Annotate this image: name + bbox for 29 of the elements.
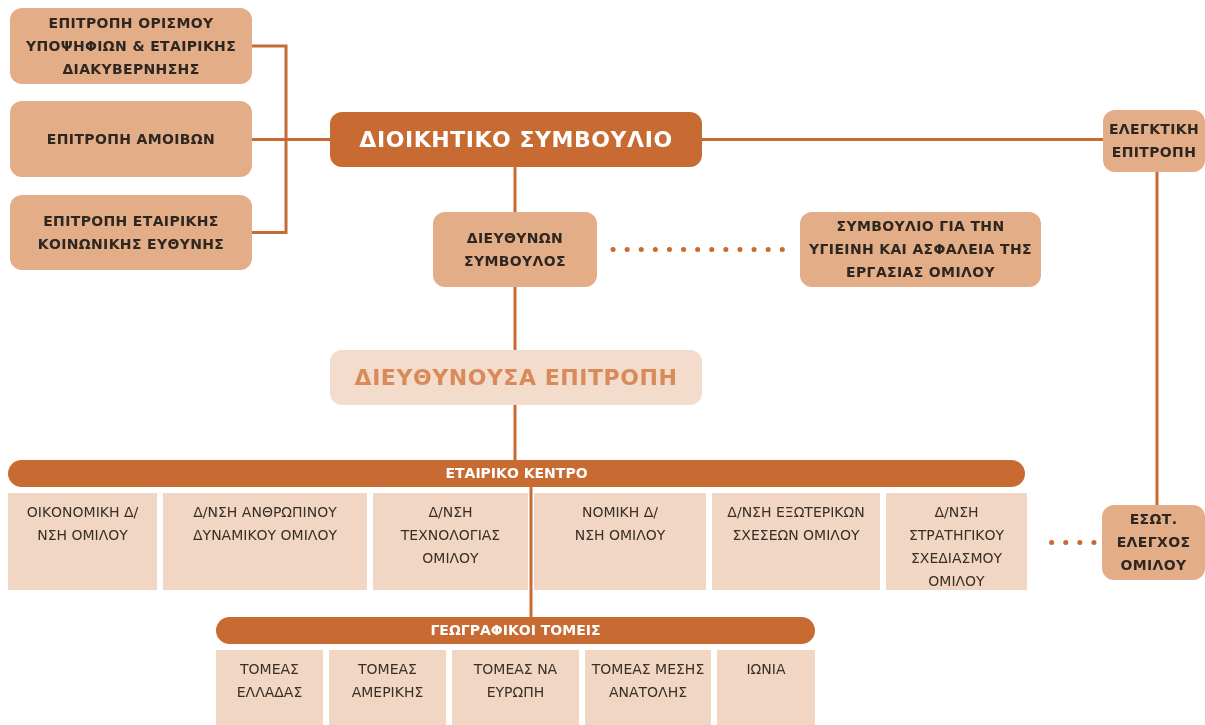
committee-box: ΕΠΙΤΡΟΠΗ ΟΡΙΣΜΟΥ ΥΠΟΨΗΦΙΩΝ & ΕΤΑΙΡΙΚΗΣ ΔΙΑΚΥΒΕΡΝΗΣΗΣ	[10, 8, 252, 84]
connector-line	[702, 138, 1105, 143]
committee-box: ΣΥΜΒΟΥΛΙΟ ΓΙΑ ΤΗΝ ΥΓΙΕΙΝΗ ΚΑΙ ΑΣΦΑΛΕΙΑ ΤΗΣ ΕΡΓΑΣΙΑΣ ΟΜΙΛΟΥ	[800, 212, 1041, 287]
committee-box: ΕΠΙΤΡΟΠΗ ΑΜΟΙΒΩΝ	[10, 101, 252, 177]
committee-box: ΕΣΩΤ. ΕΛΕΓΧΟΣ ΟΜΙΛΟΥ	[1102, 505, 1205, 580]
connector-line	[513, 167, 517, 212]
department-cell: ΤΟΜΕΑΣ ΑΜΕΡΙΚΗΣ	[329, 650, 446, 725]
committee-box: ΕΛΕΓΚΤΙΚΗ ΕΠΙΤΡΟΠΗ	[1103, 110, 1205, 172]
connector-line	[252, 138, 330, 234]
section-header-bar: ΕΤΑΙΡΙΚΟ ΚΕΝΤΡΟ	[8, 460, 1025, 487]
committee-box: ΕΠΙΤΡΟΠΗ ΕΤΑΙΡΙΚΗΣ ΚΟΙΝΩΝΙΚΗΣ ΕΥΘΥΝΗΣ	[10, 195, 252, 270]
board-box: ΔΙΟΙΚΗΤΙΚΟ ΣΥΜΒΟΥΛΙΟ	[330, 112, 702, 167]
connector-line	[529, 487, 533, 617]
department-cell: ΤΟΜΕΑΣ ΜΕΣΗΣ ΑΝΑΤΟΛΗΣ	[585, 650, 711, 725]
committee-box: ΔΙΕΥΘΥΝΩΝ ΣΥΜΒΟΥΛΟΣ	[433, 212, 597, 287]
department-cell: Δ/ΝΣΗ ΤΕΧΝΟΛΟΓΙΑΣ ΟΜΙΛΟΥ	[373, 493, 528, 590]
department-cell: Δ/ΝΣΗ ΑΝΘΡΩΠΙΝΟΥ ΔΥΝΑΜΙΚΟΥ ΟΜΙΛΟΥ	[163, 493, 367, 590]
department-cell: ΤΟΜΕΑΣ ΕΛΛΑΔΑΣ	[216, 650, 323, 725]
connector-line	[1155, 172, 1159, 505]
department-cell: ΟΙΚΟΝΟΜΙΚΗ Δ/ΝΣΗ ΟΜΙΛΟΥ	[8, 493, 157, 590]
department-cell: ΤΟΜΕΑΣ ΝΑ ΕΥΡΩΠΗ	[452, 650, 579, 725]
connector-line	[513, 405, 517, 460]
department-cell: ΙΩΝΙΑ	[717, 650, 815, 725]
connector-line	[513, 287, 517, 350]
department-cell: ΝΟΜΙΚΗ Δ/ΝΣΗ ΟΜΙΛΟΥ	[534, 493, 706, 590]
committee-box: ΔΙΕΥΘΥΝΟΥΣΑ ΕΠΙΤΡΟΠΗ	[330, 350, 702, 405]
department-cell: Δ/ΝΣΗ ΕΞΩΤΕΡΙΚΩΝ ΣΧΕΣΕΩΝ ΟΜΙΛΟΥ	[712, 493, 880, 590]
section-header-bar: ΓΕΩΓΡΑΦΙΚΟΙ ΤΟΜΕΙΣ	[216, 617, 815, 644]
department-cell: Δ/ΝΣΗ ΣΤΡΑΤΗΓΙΚΟΥ ΣΧΕΔΙΑΣΜΟΥ ΟΜΙΛΟΥ	[886, 493, 1027, 590]
